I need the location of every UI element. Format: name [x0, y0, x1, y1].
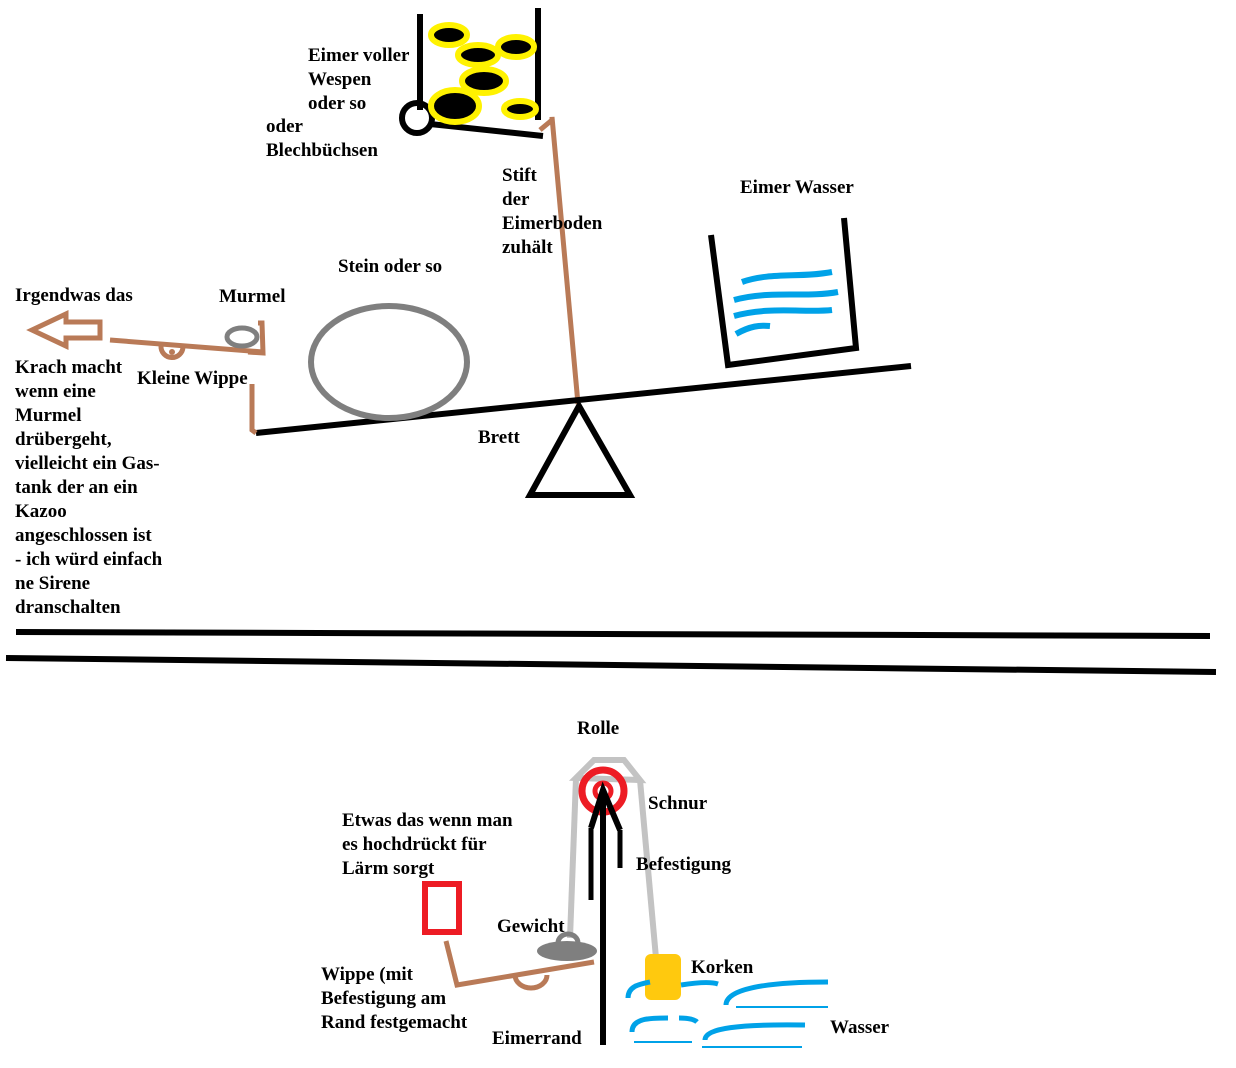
- label-noise-thing-rest: Krach macht wenn eine Murmel drübergeht,…: [15, 357, 163, 618]
- stone: [308, 303, 470, 421]
- water-wave-icon: [680, 980, 719, 988]
- wasp-icon: [428, 87, 482, 125]
- bucket-hinge-icon: [399, 100, 435, 136]
- water-wave-icon: [733, 307, 833, 319]
- divider-line: [5, 655, 1217, 675]
- water-waves: [625, 979, 829, 1048]
- noise-device: [422, 881, 462, 935]
- label-board: Brett: [478, 427, 520, 448]
- water-wave-icon: [702, 1022, 806, 1041]
- seesaw-pivot: [158, 345, 186, 360]
- water-wave-icon: [723, 979, 829, 1006]
- wasp-icon: [495, 34, 537, 60]
- marble-icon: [224, 325, 260, 349]
- label-string: Schnur: [648, 793, 708, 814]
- water-wave-icon: [625, 979, 651, 999]
- water-wave-icon: [678, 1015, 699, 1024]
- water-wave-icon: [740, 269, 833, 285]
- wasp-icon: [428, 22, 470, 48]
- water-wave-icon: [629, 1015, 669, 1033]
- label-mounting: Befestigung: [636, 854, 731, 875]
- fulcrum-triangle: [524, 399, 636, 498]
- mounting-arrow-icon: [588, 781, 623, 832]
- pin-stick: [538, 116, 581, 405]
- noise-arrow-icon: [26, 310, 103, 350]
- bottom-seesaw: [443, 940, 595, 991]
- water-bucket: [708, 217, 860, 369]
- label-water: Wasser: [830, 1017, 890, 1038]
- board: [255, 363, 912, 436]
- water-wave-icon: [733, 289, 839, 303]
- wasp-bucket: [399, 8, 544, 139]
- wasp-icon: [455, 42, 501, 68]
- label-water-bucket: Eimer Wasser: [740, 177, 854, 198]
- cork-icon: [645, 954, 681, 1000]
- divider-line: [15, 629, 1211, 639]
- string-right: [637, 779, 659, 959]
- wasp-icon: [501, 98, 539, 120]
- wasps: [428, 22, 539, 125]
- label-marble: Murmel: [219, 286, 286, 307]
- label-bucket-rim: Eimerrand: [492, 1028, 582, 1049]
- label-pin: Stift der Eimerboden zuhält: [502, 165, 603, 258]
- label-small-seesaw: Kleine Wippe: [137, 368, 248, 389]
- water-wave-icon: [734, 322, 771, 337]
- weight-icon: [537, 941, 597, 961]
- label-noise-thing-top: Irgendwas das: [15, 285, 133, 306]
- label-noise-device: Etwas das wenn man es hochdrückt für Lär…: [342, 810, 513, 879]
- label-tin-cans: oder Blechbüchsen: [266, 116, 378, 161]
- label-seesaw-attached: Wippe (mit Befestigung am Rand festgemac…: [321, 964, 468, 1033]
- small-seesaw: [109, 320, 266, 435]
- label-pulley: Rolle: [577, 718, 620, 739]
- label-stone: Stein oder so: [338, 256, 443, 277]
- label-cork: Korken: [691, 957, 754, 978]
- wasp-icon: [459, 66, 509, 96]
- string-left: [567, 777, 579, 939]
- label-weight: Gewicht: [497, 916, 565, 937]
- label-wasp-bucket: Eimer voller Wespen oder so: [308, 45, 410, 114]
